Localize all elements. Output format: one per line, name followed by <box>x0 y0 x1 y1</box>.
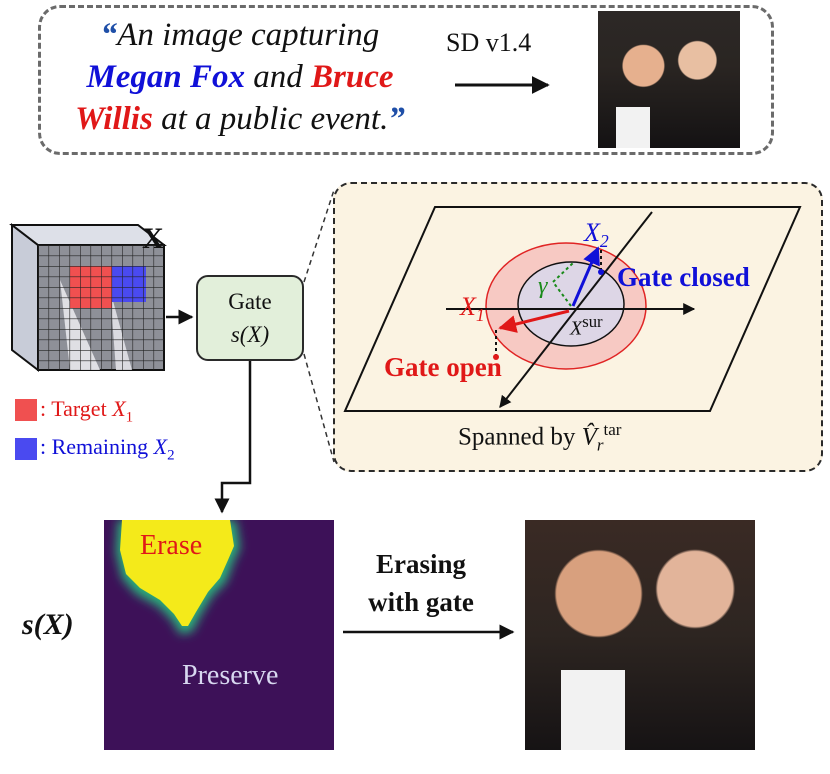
x2-symbol: X <box>584 218 600 247</box>
preserve-label: Preserve <box>182 660 279 691</box>
input-tensor-cube <box>9 222 167 373</box>
prompt-name2a: Bruce <box>311 59 394 95</box>
legend-target-symbol: X <box>112 396 126 421</box>
legend-target-sub: 1 <box>125 409 134 426</box>
prompt-part1: An image capturing <box>117 17 380 53</box>
generated-image-original <box>598 11 740 148</box>
x1-symbol: X <box>460 292 476 321</box>
legend-target-swatch <box>15 399 37 421</box>
target-vector-x1 <box>498 309 570 333</box>
inset-connector-top <box>303 189 335 283</box>
x2-sub: 2 <box>599 231 609 252</box>
x1-sub: 1 <box>475 305 485 326</box>
prompt-part2: and <box>245 59 312 95</box>
remaining-vector-x2 <box>571 246 600 307</box>
x1-label: X1 <box>460 292 485 326</box>
prompt-box <box>38 5 774 155</box>
x2-label: X2 <box>584 218 609 252</box>
open-quote: “ <box>100 17 118 53</box>
xsur-symbol: X <box>570 317 583 340</box>
plane-axis-diagonal <box>499 211 653 408</box>
heatmap-svg <box>116 520 240 634</box>
legend-remaining-symbol: X <box>153 434 168 459</box>
span-sub: r <box>596 435 604 455</box>
model-label: SD v1.4 <box>446 28 532 57</box>
prompt-name1: Megan Fox <box>86 59 246 95</box>
gate-title: Gate <box>228 289 272 314</box>
legend-target: : Target X1 <box>40 396 133 426</box>
erase-label: Erase <box>140 530 203 561</box>
input-label: X <box>142 222 164 255</box>
sx-label: s(X) <box>22 608 74 642</box>
legend-remaining-text: : Remaining <box>40 434 154 459</box>
xsur-label: Xsur <box>570 312 603 341</box>
erasing-with-gate-label: Erasing with gate <box>368 549 474 617</box>
prompt-part3: at a public event. <box>152 101 389 137</box>
generated-image-erased <box>525 520 755 750</box>
x2-projection-point <box>598 269 604 275</box>
legend-remaining-sub: 2 <box>167 447 175 464</box>
gate-closed-label: Gate closed <box>617 262 750 292</box>
span-sup: tar <box>603 420 622 439</box>
xsur-sup: sur <box>582 312 603 331</box>
span-label: Spanned by V̂rtar <box>458 420 621 455</box>
subspace-plane <box>343 206 802 412</box>
inset-connector-bottom <box>303 353 335 463</box>
prompt-name2b: Willis <box>75 101 153 137</box>
gate-module: Gate s(X) <box>196 275 304 361</box>
close-quote: ” <box>388 101 405 137</box>
prompt-text: “An image capturing Megan Fox and Bruce … <box>54 14 426 140</box>
gate-formula: s(X) <box>230 322 270 347</box>
gamma-label: γ <box>538 273 548 299</box>
span-symbol: V̂ <box>581 423 597 451</box>
legend-remaining-swatch <box>15 438 37 460</box>
gate-heatmap <box>104 520 334 750</box>
heat-erase-region <box>120 520 234 626</box>
legend-remaining: : Remaining X2 <box>40 434 175 464</box>
x1-projection-point <box>493 354 499 360</box>
sx-text: s(X) <box>22 608 74 641</box>
gate-to-heatmap-arrow <box>214 361 252 514</box>
gamma-arc <box>551 262 574 307</box>
gate-open-label: Gate open <box>384 352 502 382</box>
legend-target-text: : Target <box>40 396 113 421</box>
span-text: Spanned by <box>458 423 582 451</box>
